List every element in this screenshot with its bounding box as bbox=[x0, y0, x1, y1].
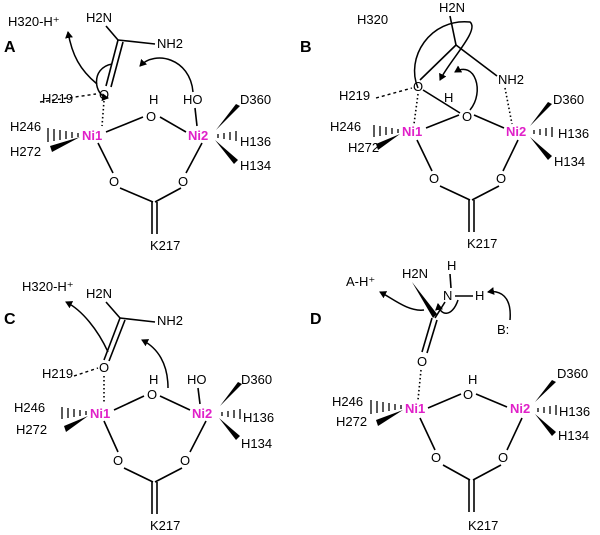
h272-label: H272 bbox=[10, 144, 41, 159]
h134-label: H134 bbox=[554, 154, 585, 169]
ni2-atom: Ni2 bbox=[506, 124, 526, 139]
nh2-label: NH2 bbox=[157, 36, 183, 51]
ni1-atom: Ni1 bbox=[82, 128, 102, 143]
bridging-o-label: O bbox=[462, 109, 472, 124]
k217-label: K217 bbox=[468, 518, 498, 533]
h136-label: H136 bbox=[243, 410, 274, 425]
d360-label: D360 bbox=[557, 366, 588, 381]
h136-label: H136 bbox=[240, 134, 271, 149]
bridging-o-label: O bbox=[463, 387, 473, 402]
carboxylate-o1-label: O bbox=[431, 450, 441, 465]
ni2-atom: Ni2 bbox=[188, 128, 208, 143]
carboxylate-o1-label: O bbox=[429, 171, 439, 186]
h136-label: H136 bbox=[558, 126, 589, 141]
carbonyl-o-label: O bbox=[417, 354, 427, 369]
panel-label-b: B bbox=[300, 39, 312, 56]
bridging-h-label: H bbox=[468, 372, 477, 387]
h2n-label: H2N bbox=[402, 266, 428, 281]
terminal-ho-label: HO bbox=[187, 372, 207, 387]
h219-label: H219 bbox=[42, 91, 73, 106]
ni2-atom: Ni2 bbox=[192, 406, 212, 421]
h136-label: H136 bbox=[559, 404, 590, 419]
h320-label: H320-H⁺ bbox=[8, 14, 60, 29]
h219-label: H219 bbox=[42, 366, 73, 381]
h246-label: H246 bbox=[330, 119, 361, 134]
bridging-o-label: O bbox=[146, 109, 156, 124]
carboxylate-o2-label: O bbox=[180, 453, 190, 468]
h134-label: H134 bbox=[241, 436, 272, 451]
h272-label: H272 bbox=[16, 422, 47, 437]
d360-label: D360 bbox=[240, 92, 271, 107]
carboxylate-o2-label: O bbox=[496, 171, 506, 186]
nh2-label: NH2 bbox=[157, 313, 183, 328]
h246-label: H246 bbox=[10, 119, 41, 134]
h134-label: H134 bbox=[240, 158, 271, 173]
k217-label: K217 bbox=[150, 518, 180, 533]
nh-n-label: N bbox=[443, 288, 452, 303]
panel-d: D A-H⁺ H2N H N H B: O H O Ni1 Ni2 H246 H… bbox=[310, 258, 590, 533]
ni1-atom: Ni1 bbox=[90, 406, 110, 421]
terminal-ho-label: HO bbox=[183, 92, 203, 107]
panel-label-c: C bbox=[4, 311, 16, 328]
bridging-h-label: H bbox=[149, 372, 158, 387]
panel-b: B H320 H2N NH2 H219 O H O Ni1 Ni2 H246 H… bbox=[300, 0, 589, 251]
ni1-atom: Ni1 bbox=[402, 124, 422, 139]
ni1-atom: Ni1 bbox=[405, 401, 425, 416]
h2n-label: H2N bbox=[86, 10, 112, 25]
bridging-h-label: H bbox=[149, 92, 158, 107]
n-h-top-label: H bbox=[447, 258, 456, 273]
carboxylate-o2-label: O bbox=[178, 174, 188, 189]
h320-label: H320 bbox=[357, 12, 388, 27]
bridging-o-label: O bbox=[147, 387, 157, 402]
panel-c: C H320-H⁺ H2N NH2 H219 O H O HO Ni1 Ni2 … bbox=[4, 279, 274, 533]
h246-label: H246 bbox=[14, 400, 45, 415]
ni2-atom: Ni2 bbox=[510, 401, 530, 416]
base-label: B: bbox=[497, 322, 509, 337]
k217-label: K217 bbox=[467, 236, 497, 251]
ah-label: A-H⁺ bbox=[346, 274, 375, 289]
k217-label: K217 bbox=[150, 238, 180, 253]
h272-label: H272 bbox=[348, 140, 379, 155]
h272-label: H272 bbox=[336, 414, 367, 429]
nh2-label: NH2 bbox=[498, 72, 524, 87]
carboxylate-o1-label: O bbox=[109, 174, 119, 189]
h320-label: H320-H⁺ bbox=[22, 279, 74, 294]
nh-h-label: H bbox=[475, 288, 484, 303]
panel-label-a: A bbox=[4, 39, 16, 56]
d360-label: D360 bbox=[553, 92, 584, 107]
carbonyl-o-label: O bbox=[99, 360, 109, 375]
panel-a: A H320-H⁺ H2N NH2 H219 O H O HO Ni1 Ni2 … bbox=[4, 10, 271, 253]
bridging-h-label: H bbox=[444, 90, 453, 105]
carboxylate-o2-label: O bbox=[498, 450, 508, 465]
h246-label: H246 bbox=[332, 394, 363, 409]
carboxylate-o1-label: O bbox=[113, 453, 123, 468]
h219-label: H219 bbox=[339, 88, 370, 103]
h134-label: H134 bbox=[558, 428, 589, 443]
panel-label-d: D bbox=[310, 311, 322, 328]
h2n-label: H2N bbox=[439, 0, 465, 15]
d360-label: D360 bbox=[241, 372, 272, 387]
h2n-label: H2N bbox=[86, 286, 112, 301]
